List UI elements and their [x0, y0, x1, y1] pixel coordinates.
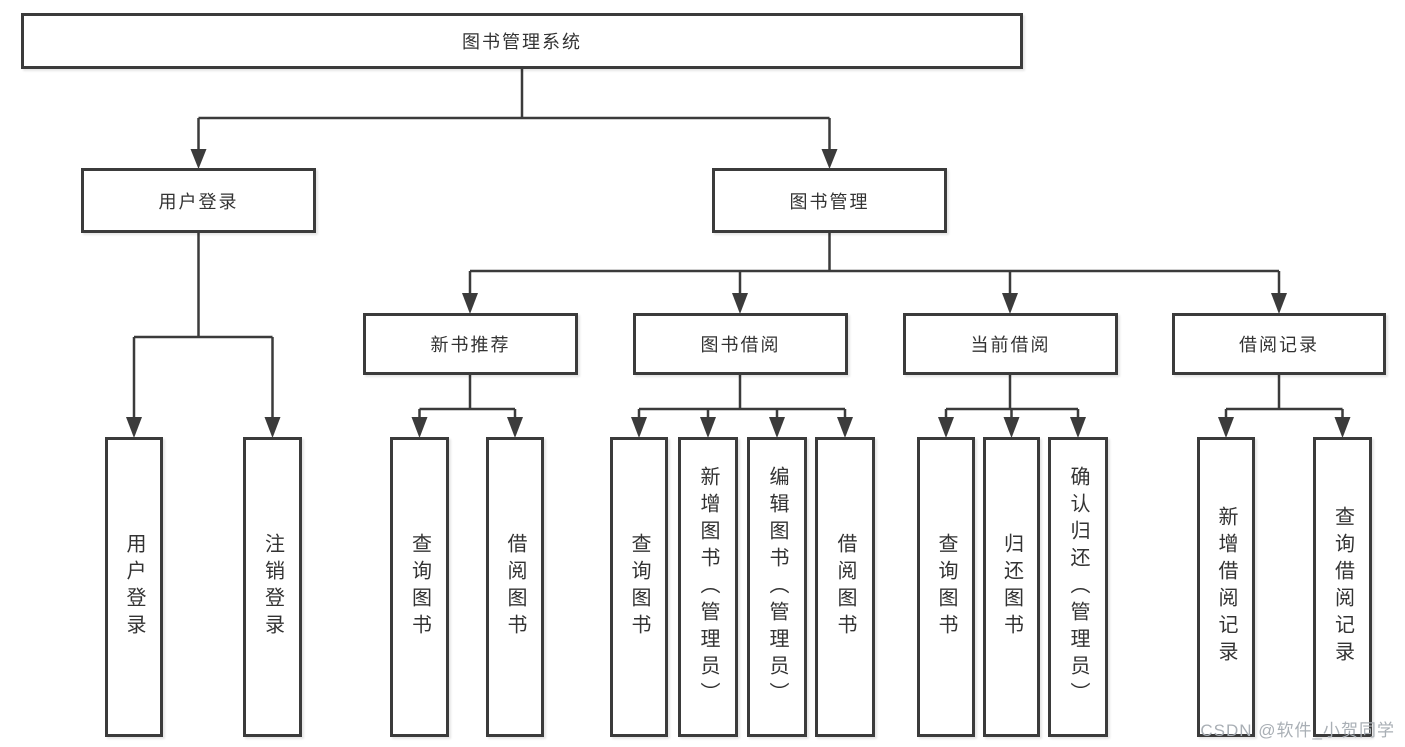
node-query-borrow-record: 查询借阅记录 — [1313, 437, 1372, 737]
node-label: 借阅图书 — [504, 533, 526, 641]
connector-book-management — [462, 233, 1287, 314]
node-label: 查询图书 — [408, 533, 431, 641]
arrowhead — [1002, 293, 1018, 314]
node-label: 图书管理 — [789, 191, 870, 212]
connector-root — [190, 68, 838, 169]
connector-borrow-record — [1218, 375, 1351, 438]
arrowhead — [1334, 417, 1351, 438]
connector-current-borrow — [938, 375, 1086, 438]
node-label: 查询图书 — [628, 533, 650, 641]
node-label: 图书借阅 — [700, 335, 781, 355]
watermark: CSDN @软件_小贺同学 — [1200, 721, 1395, 740]
arrowhead — [1271, 293, 1287, 314]
connector-book-borrow — [631, 375, 853, 438]
node-label: 图书管理系统 — [462, 32, 582, 52]
node-book-borrow: 图书借阅 — [633, 313, 848, 375]
arrowhead — [507, 417, 523, 438]
node-label: 用户登录 — [123, 533, 145, 641]
node-label: 借阅图书 — [834, 533, 856, 641]
arrowhead — [700, 417, 716, 438]
node-confirm-return-admin: 确认归还（管理员） — [1048, 437, 1108, 737]
node-label: 新增图书（管理员） — [697, 465, 719, 709]
node-borrow-book-recommend: 借阅图书 — [486, 437, 544, 737]
arrowhead — [1218, 417, 1234, 438]
node-root: 图书管理系统 — [21, 13, 1023, 69]
node-label: 当前借阅 — [970, 335, 1051, 355]
node-user-login: 用户登录 — [81, 168, 316, 233]
node-label: 借阅记录 — [1239, 335, 1319, 355]
arrowhead — [126, 417, 142, 438]
arrowhead — [462, 293, 478, 314]
arrowhead — [821, 149, 838, 169]
node-label: 注销登录 — [261, 533, 284, 641]
connector-new-book-recommend — [411, 375, 523, 438]
node-return-book: 归还图书 — [983, 437, 1040, 737]
node-add-borrow-record: 新增借阅记录 — [1197, 437, 1255, 737]
node-logout: 注销登录 — [243, 437, 302, 737]
arrowhead — [411, 417, 428, 438]
arrowhead — [190, 149, 207, 169]
connector-user-login — [126, 233, 281, 438]
node-label: 新增借阅记录 — [1215, 506, 1237, 668]
arrowhead — [631, 417, 647, 438]
node-new-book-recommend: 新书推荐 — [363, 313, 578, 375]
arrowhead — [837, 417, 853, 438]
node-query-book-recommend: 查询图书 — [390, 437, 449, 737]
node-label: 新书推荐 — [430, 335, 511, 355]
node-label: 编辑图书（管理员） — [766, 465, 788, 709]
node-label: 归还图书 — [1000, 533, 1023, 641]
node-label: 确认归还（管理员） — [1067, 465, 1089, 709]
node-borrow-record: 借阅记录 — [1172, 313, 1386, 375]
arrowhead — [769, 417, 785, 438]
arrowhead — [1003, 417, 1020, 438]
node-edit-book-admin: 编辑图书（管理员） — [747, 437, 807, 737]
arrowhead — [264, 417, 281, 438]
arrowhead — [732, 293, 748, 314]
node-book-management: 图书管理 — [712, 168, 947, 233]
node-login: 用户登录 — [105, 437, 163, 737]
node-query-book-current: 查询图书 — [917, 437, 975, 737]
node-query-book-borrow: 查询图书 — [610, 437, 668, 737]
node-current-borrow: 当前借阅 — [903, 313, 1118, 375]
node-label: 用户登录 — [158, 191, 239, 212]
node-borrow-book: 借阅图书 — [815, 437, 875, 737]
node-add-book-admin: 新增图书（管理员） — [678, 437, 738, 737]
arrowhead — [1070, 417, 1086, 438]
arrowhead — [938, 417, 954, 438]
node-label: 查询图书 — [935, 533, 957, 641]
node-label: 查询借阅记录 — [1331, 506, 1354, 668]
